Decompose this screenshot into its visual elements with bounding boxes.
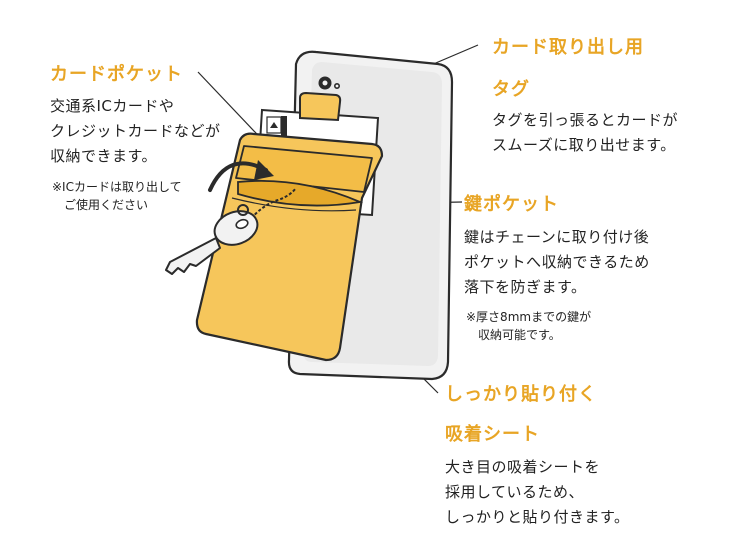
card-stripe — [281, 116, 287, 140]
card-pocket-line: 交通系ICカードや — [50, 97, 175, 115]
key-pocket-title: 鍵ポケット — [464, 194, 559, 215]
key-pocket-line: ポケットへ収納できるため — [464, 253, 650, 271]
suction-sheet-description: 大き目の吸着シートを 採用しているため、 しっかりと貼り付きます。 — [445, 455, 630, 530]
key-pocket-opening — [237, 179, 364, 207]
card-pocket-note-line: ご使用ください — [52, 198, 149, 212]
suction-sheet-title-2: 吸着シート — [445, 424, 540, 445]
card-pocket-note: ※ICカードは取り出して ご使用ください — [52, 178, 182, 214]
key-blade — [165, 237, 221, 275]
card-pocket-line: クレジットカードなどが — [50, 122, 221, 140]
key-pocket-line: 鍵はチェーンに取り付け後 — [464, 228, 650, 246]
card-tag-line: タグを引っ張るとカードが — [492, 111, 679, 129]
card-tag-title-2: タグ — [492, 79, 530, 100]
card-tag-description: タグを引っ張るとカードが スムーズに取り出せます。 — [492, 108, 678, 158]
suction-sheet-line: しっかりと貼り付きます。 — [445, 508, 630, 526]
pull-tag — [299, 91, 342, 122]
key-pocket-note-line: 収納可能です。 — [466, 328, 561, 342]
key-pocket-line: 落下を防ぎます。 — [464, 278, 587, 296]
card-tag-line: スムーズに取り出せます。 — [492, 136, 676, 154]
ic-chip-icon — [266, 116, 282, 134]
suction-sheet-line: 大き目の吸着シートを — [445, 458, 601, 476]
key-icon — [165, 187, 297, 275]
key-chain — [247, 187, 297, 223]
suction-sheet-line: 採用しているため、 — [445, 483, 585, 501]
card-pocket-description: 交通系ICカードや クレジットカードなどが 収納できます。 — [50, 94, 221, 169]
key-pocket-seam — [231, 197, 357, 212]
card-pocket-note-line: ※ICカードは取り出して — [52, 180, 182, 194]
card-tag-title: カード取り出し用 — [492, 37, 644, 58]
card-pocket-title: カードポケット — [50, 64, 183, 85]
card-holder — [195, 91, 384, 362]
key-pocket-note-line: ※厚さ8mmまでの鍵が — [466, 310, 592, 324]
key-pocket-description: 鍵はチェーンに取り付け後 ポケットへ収納できるため 落下を防ぎます。 — [464, 225, 650, 300]
rotation-arrow-icon — [208, 160, 274, 192]
phone-camera-icon — [318, 76, 340, 90]
card-pocket-line: 収納できます。 — [50, 147, 158, 165]
key-pocket-note: ※厚さ8mmまでの鍵が 収納可能です。 — [466, 308, 591, 344]
suction-sheet-title: しっかり貼り付く — [445, 384, 597, 405]
key-head — [213, 210, 259, 246]
